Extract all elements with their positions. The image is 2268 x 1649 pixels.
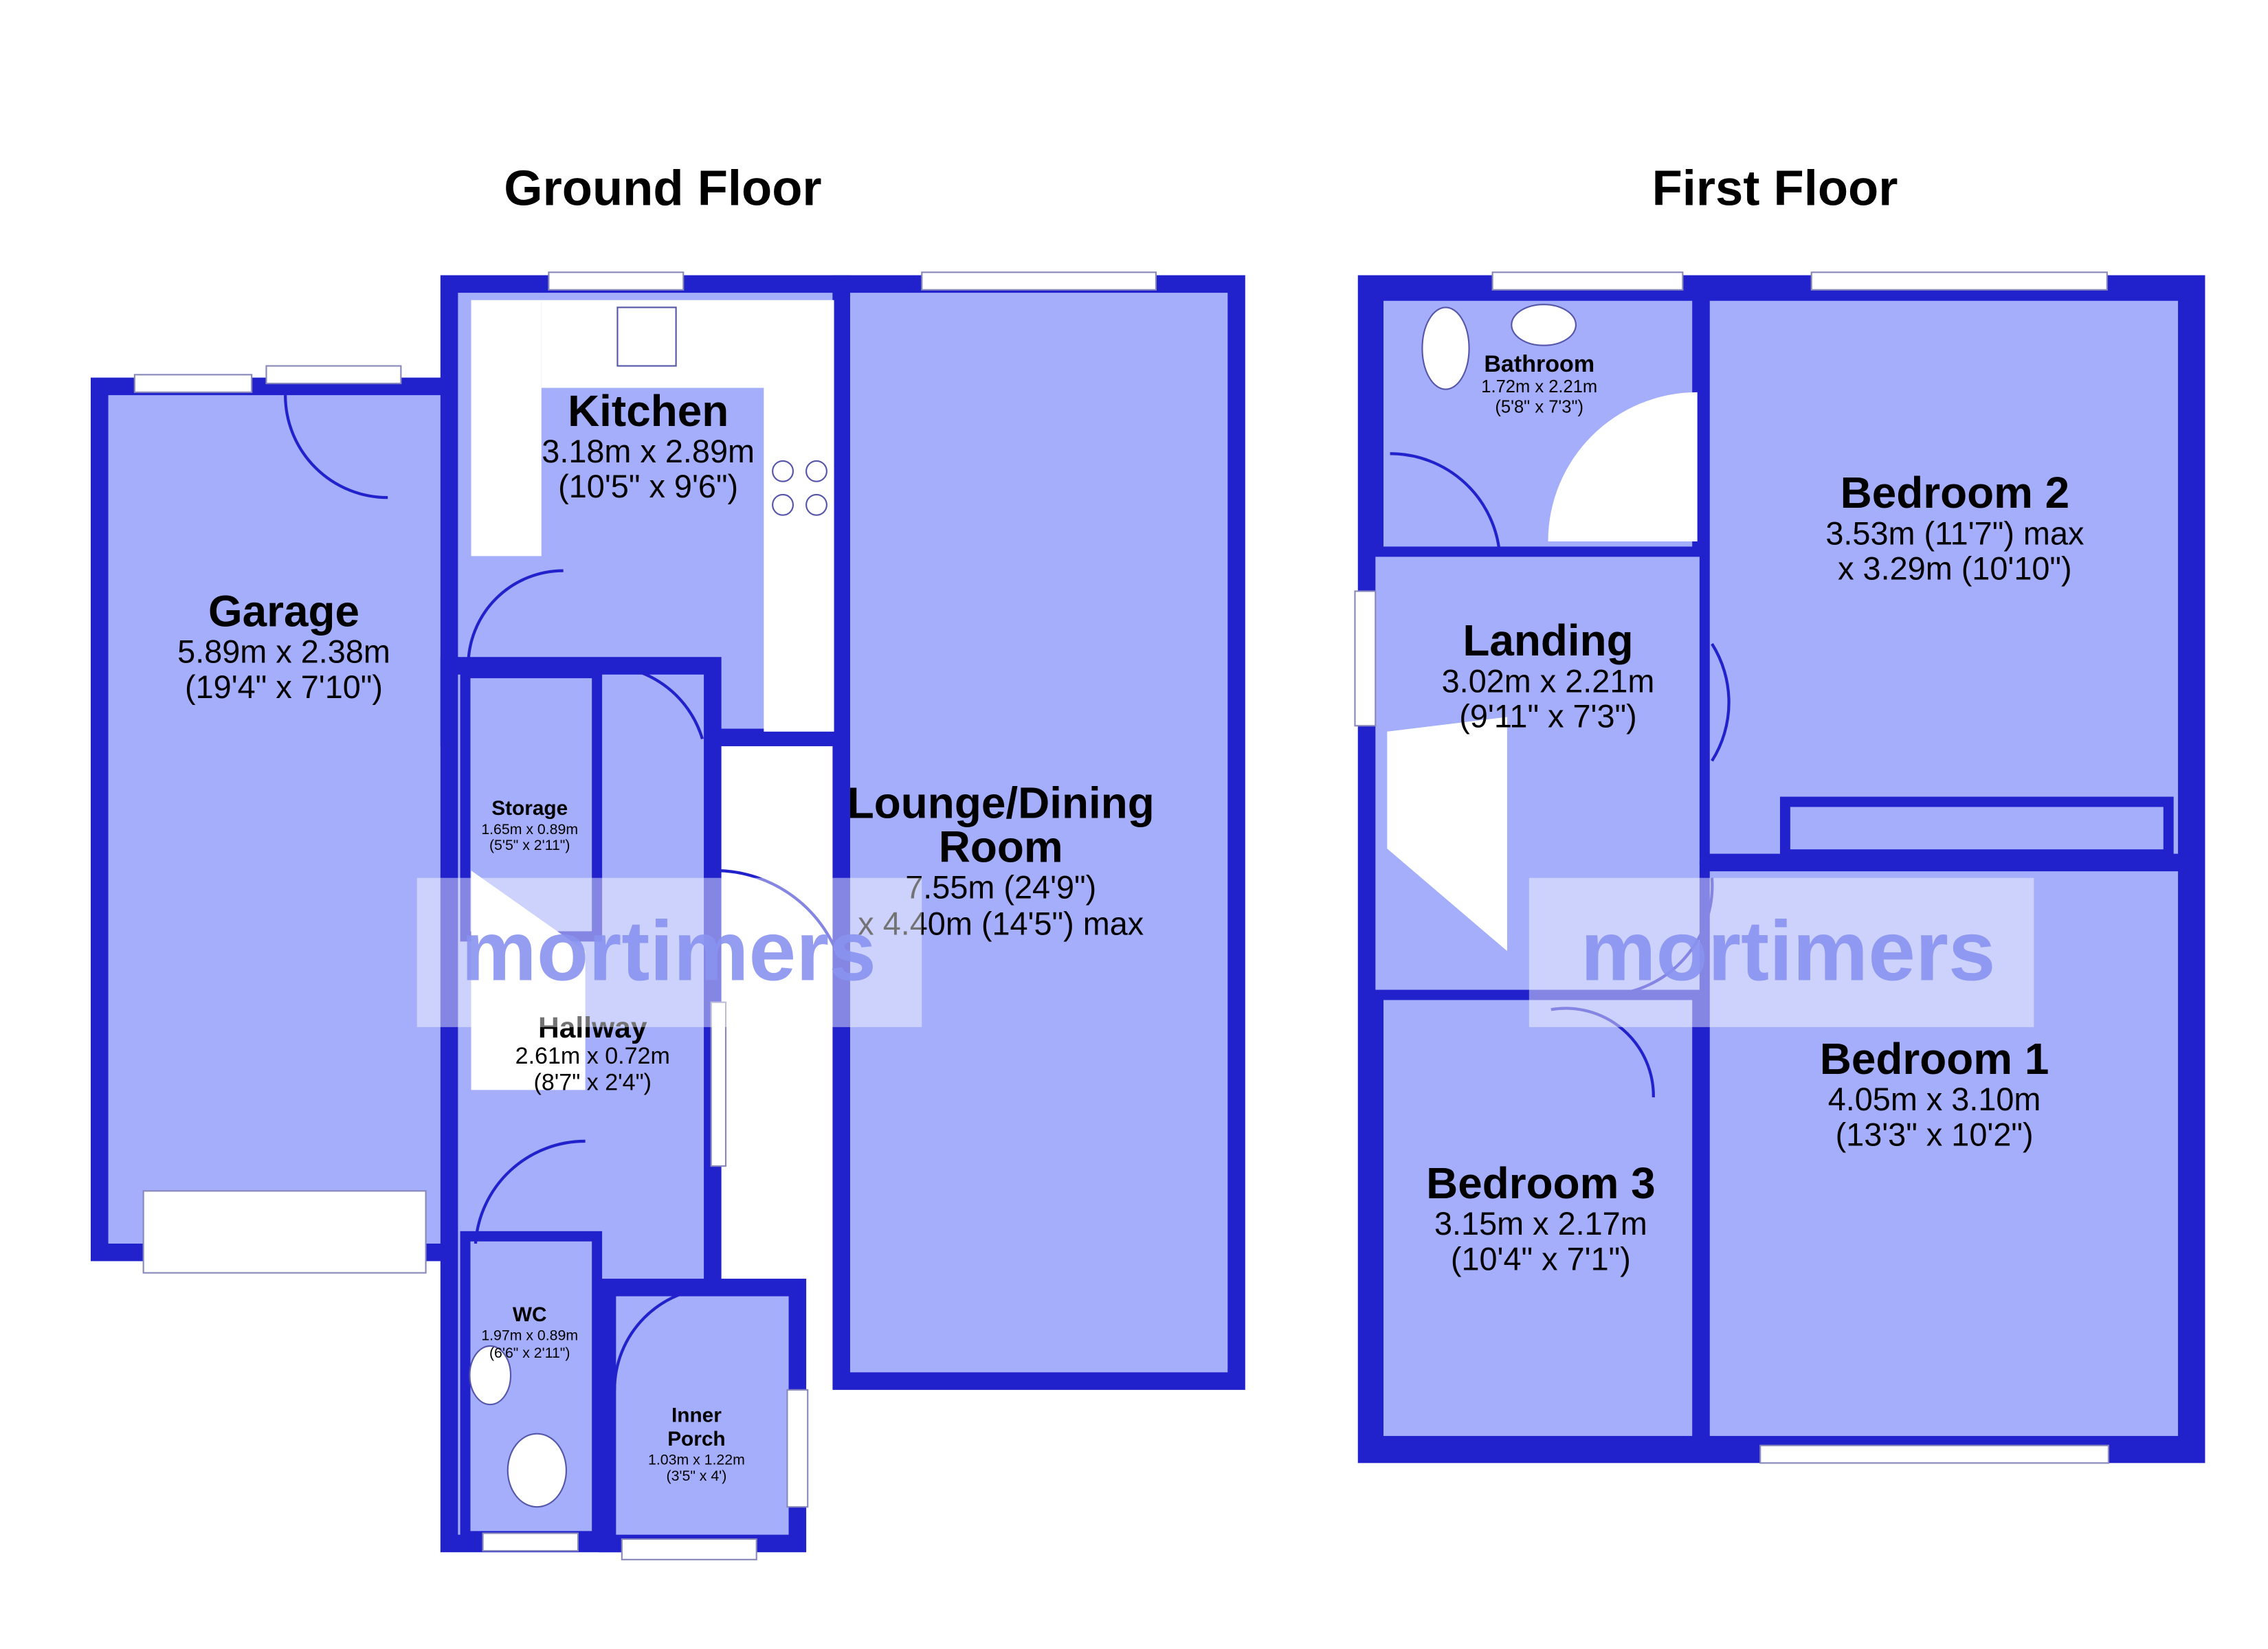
bedroom3-walls — [1373, 989, 1703, 1446]
hob-icon — [772, 460, 827, 516]
svg-text:(10'5" x 9'6"): (10'5" x 9'6") — [558, 469, 738, 504]
room-label-garage: Garage 5.89m x 2.38m (19'4" x 7'10") — [177, 587, 390, 705]
svg-text:7.55m (24'9"): 7.55m (24'9") — [905, 870, 1096, 906]
room-label-bathroom: Bathroom 1.72m x 2.21m (5'8" x 7'3") — [1481, 351, 1597, 417]
svg-text:Inner: Inner — [671, 1404, 722, 1427]
svg-text:3.15m x 2.17m: 3.15m x 2.17m — [1434, 1206, 1647, 1242]
kitchen-worktop-top — [541, 300, 834, 388]
basin-icon — [469, 1345, 512, 1406]
svg-text:Lounge/Dining: Lounge/Dining — [847, 778, 1155, 827]
svg-text:5.89m x 2.38m: 5.89m x 2.38m — [177, 634, 390, 670]
svg-text:4.05m x 3.10m: 4.05m x 3.10m — [1828, 1081, 2041, 1117]
svg-text:1.65m x 0.89m: 1.65m x 0.89m — [481, 821, 578, 838]
door-swing — [1711, 642, 1731, 762]
window — [482, 1532, 579, 1552]
svg-text:Storage: Storage — [491, 797, 568, 820]
room-label-hallway: Hallway 2.61m x 0.72m (8'7" x 2'4") — [515, 1011, 670, 1096]
garage-door — [142, 1190, 427, 1274]
door-swing — [717, 868, 843, 967]
svg-text:3.53m (11'7") max: 3.53m (11'7") max — [1825, 515, 2084, 551]
svg-text:(19'4" x 7'10"): (19'4" x 7'10") — [185, 669, 383, 705]
ground-floor-title: Ground Floor — [504, 160, 821, 216]
door-swing — [284, 395, 388, 500]
svg-text:(13'3" x 10'2"): (13'3" x 10'2") — [1836, 1117, 2034, 1152]
window — [1759, 1444, 2109, 1464]
room-label-bedroom-3: Bedroom 3 3.15m x 2.17m (10'4" x 7'1") — [1426, 1158, 1656, 1277]
glazed-panel — [710, 1001, 727, 1167]
svg-text:Garage: Garage — [208, 587, 359, 636]
room-label-bedroom-2: Bedroom 2 3.53m (11'7") max x 3.29m (10'… — [1825, 468, 2084, 586]
stairs-icon — [471, 871, 586, 1090]
watermark: mortimers — [1581, 904, 1996, 999]
svg-text:Room: Room — [939, 822, 1063, 871]
svg-text:1.97m x 0.89m: 1.97m x 0.89m — [481, 1327, 578, 1343]
room-label-inner-porch: Inner Porch 1.03m x 1.22m (3'5" x 4') — [648, 1404, 745, 1484]
room-label-landing: Landing 3.02m x 2.21m (9'11" x 7'3") — [1442, 616, 1655, 734]
kitchen-worktop-right — [764, 388, 834, 732]
svg-text:Bedroom 2: Bedroom 2 — [1841, 468, 2070, 517]
svg-text:x 3.29m (10'10"): x 3.29m (10'10") — [1838, 550, 2072, 586]
svg-text:(6'6" x 2'11"): (6'6" x 2'11") — [489, 1345, 570, 1361]
window — [133, 374, 253, 393]
watermark-box — [416, 877, 922, 1027]
first-floor: First Floor Bathroom 1.72m x 2.21m (5'8"… — [1354, 160, 2205, 1464]
svg-text:x 4.40m (14'5") max: x 4.40m (14'5") max — [858, 906, 1144, 942]
room-label-wc: WC 1.97m x 0.89m (6'6" x 2'11") — [481, 1303, 578, 1361]
door-swing — [474, 1139, 586, 1244]
svg-text:(8'7" x 2'4"): (8'7" x 2'4") — [533, 1069, 652, 1095]
patio-door — [921, 271, 1157, 291]
bedroom1-walls — [1699, 861, 2188, 1446]
svg-text:Bathroom: Bathroom — [1484, 351, 1594, 377]
window — [1491, 271, 1684, 291]
room-label-kitchen: Kitchen 3.18m x 2.89m (10'5" x 9'6") — [542, 386, 755, 504]
room-label-bedroom-1: Bedroom 1 4.05m x 3.10m (13'3" x 10'2") — [1820, 1034, 2049, 1152]
door-swing — [613, 1286, 718, 1390]
svg-text:Porch: Porch — [667, 1428, 725, 1450]
ground-floor: Ground Floor Garage — [91, 160, 1245, 1560]
toilet-icon — [507, 1433, 567, 1508]
stairs-icon — [1387, 717, 1507, 952]
toilet-icon — [1421, 306, 1470, 390]
svg-text:(3'5" x 4'): (3'5" x 4') — [667, 1468, 727, 1484]
door-swing — [467, 569, 564, 666]
basin-icon — [1511, 304, 1577, 346]
window — [1810, 271, 2108, 291]
front-door — [621, 1538, 757, 1560]
svg-text:Hallway: Hallway — [538, 1011, 647, 1044]
door-swing — [1609, 877, 1714, 997]
svg-text:2.61m x 0.72m: 2.61m x 0.72m — [515, 1043, 670, 1069]
room-label-storage: Storage 1.65m x 0.89m (5'5" x 2'11") — [481, 797, 578, 853]
svg-text:Bedroom 3: Bedroom 3 — [1426, 1158, 1656, 1208]
window — [265, 365, 402, 385]
watermark: mortimers — [461, 904, 876, 999]
door-swing — [1550, 1007, 1655, 1098]
svg-text:3.18m x 2.89m: 3.18m x 2.89m — [542, 434, 755, 469]
svg-text:Kitchen: Kitchen — [568, 386, 729, 436]
door-swing — [1390, 452, 1502, 557]
svg-text:WC: WC — [513, 1303, 547, 1326]
svg-text:(5'8" x 7'3"): (5'8" x 7'3") — [1495, 398, 1583, 417]
garage-room — [91, 377, 467, 1261]
svg-text:1.72m x 2.21m: 1.72m x 2.21m — [1481, 377, 1597, 396]
window — [786, 1389, 809, 1508]
lounge-room — [832, 275, 1245, 1390]
shower-icon — [1548, 392, 1698, 542]
svg-text:(9'11" x 7'3"): (9'11" x 7'3") — [1459, 698, 1637, 734]
svg-text:(10'4" x 7'1"): (10'4" x 7'1") — [1451, 1241, 1631, 1277]
room-label-lounge: Lounge/Dining Room 7.55m (24'9") x 4.40m… — [847, 778, 1155, 941]
window — [548, 271, 685, 291]
svg-text:Landing: Landing — [1463, 616, 1633, 665]
svg-text:3.02m x 2.21m: 3.02m x 2.21m — [1442, 663, 1655, 699]
kitchen-worktop — [471, 300, 542, 557]
door-swing — [599, 664, 704, 740]
sink-icon — [616, 306, 677, 367]
wardrobes — [1779, 796, 2174, 860]
svg-text:1.03m x 1.22m: 1.03m x 1.22m — [648, 1451, 745, 1468]
window — [1354, 590, 1377, 727]
svg-text:Bedroom 1: Bedroom 1 — [1820, 1034, 2049, 1084]
first-floor-title: First Floor — [1652, 160, 1898, 216]
svg-text:(5'5" x 2'11"): (5'5" x 2'11") — [489, 837, 570, 853]
watermark-box — [1528, 877, 2034, 1027]
